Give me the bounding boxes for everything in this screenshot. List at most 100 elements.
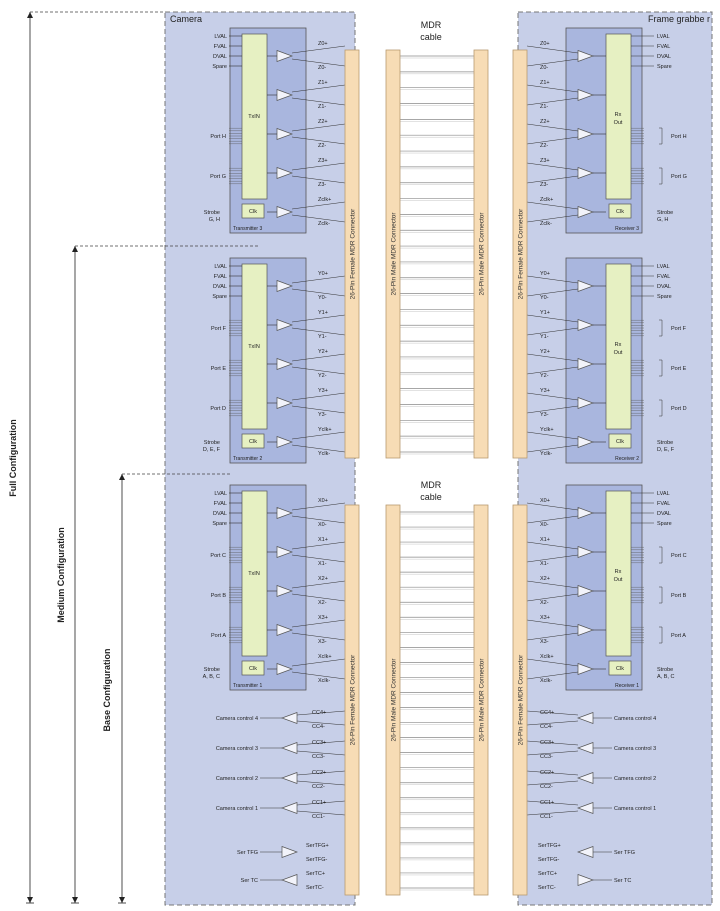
fg-cc-pin: CC2-: [540, 784, 553, 790]
rx3-clk-label: Clk: [616, 209, 624, 215]
tx2-clk-label: Clk: [249, 439, 257, 445]
rx2-pin: Y0-: [540, 295, 549, 301]
camera-title: Camera: [170, 14, 202, 24]
fg-serial-amp: [577, 873, 595, 887]
tx3-chip-label: TxIN: [248, 114, 260, 120]
tx3-pin: Z2+: [318, 119, 328, 125]
rx2-port: Port D: [671, 406, 687, 412]
cable-connector-top-right: [473, 49, 489, 459]
tx1-signal: DVAL: [213, 511, 227, 517]
fg-cc-pin: CC1+: [540, 800, 554, 806]
tx3-pin: Z0-: [318, 65, 326, 71]
tx2-pin: Y3-: [318, 412, 327, 418]
rx2-signal: Spare: [657, 294, 672, 300]
serial-pin: SerTC+: [306, 871, 325, 877]
cam-connector-bottom: [344, 504, 360, 896]
cable-connector-bottom-left: [385, 504, 401, 896]
mdr-cable-label-bottom: MDR: [421, 480, 442, 490]
serial-pin: SerTFG+: [306, 843, 329, 849]
rx2-strobe-2: D, E, F: [657, 447, 675, 453]
fg-cc-pin-line: [526, 780, 579, 786]
base-config-arrow-bottom: [119, 897, 125, 903]
fg-serial-amp: [576, 845, 594, 859]
fg-camera-control-label: Camera control 4: [614, 716, 656, 722]
rx1-pin: X1-: [540, 561, 549, 567]
cam-connector-top: [344, 49, 360, 459]
cable-connector-bottom-left-label: 26-Pin Male MDR Connector: [390, 658, 397, 742]
rx2-amp: [577, 435, 595, 449]
rx2-signal: DVAL: [657, 284, 671, 290]
serial-label: Ser TFG: [237, 850, 258, 856]
rx1-chip-label-2: Out: [614, 577, 623, 583]
rx3-port-brace: [659, 127, 663, 145]
fg-connector-bottom-label: 26-Pin Female MDR Connector: [517, 654, 524, 746]
tx3-pin-line: [291, 97, 346, 106]
rx1-signal: DVAL: [657, 511, 671, 517]
rx1-pin: X1+: [540, 537, 550, 543]
tx2-pin: Y2+: [318, 349, 328, 355]
fg-cc-pin-line: [526, 720, 579, 726]
tx1-signal: Spare: [212, 521, 227, 527]
rx3-pin: Z2-: [540, 143, 548, 149]
tx1-port: Port A: [211, 633, 226, 639]
rx2-chip-label-2: Out: [614, 350, 623, 356]
fg-cc-pin: CC2+: [540, 770, 554, 776]
rx2-pin-line: [526, 431, 579, 440]
rx3-pin-line: [526, 58, 579, 67]
cc-pin: CC1-: [312, 814, 325, 820]
tx1-clk: [241, 660, 265, 676]
rx3-pin-line: [526, 175, 579, 184]
rx1-pin: X2+: [540, 576, 550, 582]
tx1-chip-label: TxIN: [248, 571, 260, 577]
cc-pin: CC2-: [312, 784, 325, 790]
cable-connector-top-left: [385, 49, 401, 459]
rx1-amp: [577, 662, 595, 676]
tx3-pin: Z1-: [318, 104, 326, 110]
fg-connector-top: [512, 49, 528, 459]
rx2-pin-line: [526, 405, 579, 414]
cc-pin-line: [296, 810, 346, 816]
rx3-pin-line: [526, 136, 579, 145]
tx1-port: Port C: [210, 553, 226, 559]
rx2-signal: FVAL: [657, 274, 670, 280]
cc-pin-line: [296, 780, 346, 786]
rx3-port: Port H: [671, 134, 687, 140]
tx2-port: Port F: [211, 326, 227, 332]
camera-control-amp: [280, 741, 298, 755]
rx2-pin: Y1-: [540, 334, 549, 340]
tx1-pin: X2-: [318, 600, 327, 606]
tx1-pin-line: [291, 658, 346, 667]
tx2-chip-label: TxIN: [248, 344, 260, 350]
rx3-signal: DVAL: [657, 54, 671, 60]
rx1-clk-label: Clk: [616, 666, 624, 672]
rx1-pin-line: [526, 671, 579, 680]
tx3-pin-line: [291, 123, 346, 132]
rx2-port-brace: [659, 359, 663, 377]
tx3-pin-line: [291, 175, 346, 184]
rx2-pin: Yclk-: [540, 451, 552, 457]
tx1-pin: X1+: [318, 537, 328, 543]
cc-pin-line: [296, 800, 346, 806]
rx2-pin-line: [526, 288, 579, 297]
fg-camera-control-amp: [576, 801, 594, 815]
rx2-amp: [577, 396, 595, 410]
fg-camera-control-amp: [576, 741, 594, 755]
tx3-strobe: Strobe: [204, 210, 220, 216]
rx1-pin-line: [526, 619, 579, 628]
frame-grabber-title: Frame grabbe r: [648, 14, 710, 24]
cable-connector-bottom-right: [473, 504, 489, 896]
tx1-pin: X0-: [318, 522, 327, 528]
tx2-pin-line: [291, 444, 346, 453]
rx3-signal: LVAL: [657, 34, 670, 40]
rx1-amp: [577, 584, 595, 598]
rx1-amp: [577, 545, 595, 559]
cc-pin: CC3-: [312, 754, 325, 760]
rx1-port-brace: [659, 546, 663, 564]
tx2-port: Port E: [211, 366, 227, 372]
rx2-port-brace: [659, 399, 663, 417]
tx2-pin-line: [291, 392, 346, 401]
tx3-chip: [241, 33, 268, 200]
tx2-pin-line: [291, 314, 346, 323]
tx1-pin: X2+: [318, 576, 328, 582]
